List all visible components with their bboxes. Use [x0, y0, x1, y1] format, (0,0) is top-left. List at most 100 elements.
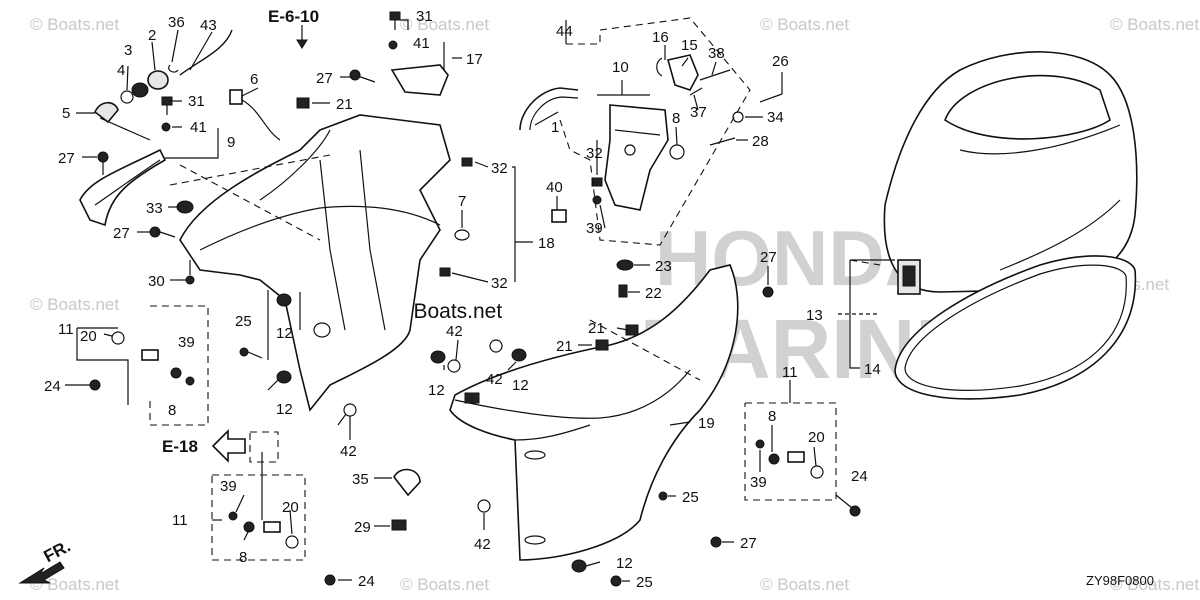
callout-31a: 31 [188, 93, 205, 110]
watermark-center: ©Boats.net [398, 300, 502, 323]
callout-16: 16 [652, 29, 669, 46]
callout-25c: 25 [636, 574, 653, 591]
callout-31b: 31 [416, 8, 433, 25]
callout-4: 4 [117, 62, 125, 79]
callout-27d: 27 [760, 249, 777, 266]
callout-1: 1 [551, 119, 559, 136]
ref-e-18[interactable]: E-18 [162, 437, 198, 456]
e18-reference [211, 429, 246, 463]
callout-5: 5 [62, 105, 70, 122]
callout-39d: 39 [220, 478, 237, 495]
callout-36: 36 [168, 14, 185, 31]
fasteners [89, 11, 861, 587]
hose [519, 87, 579, 131]
watermark-top-far-right: © Boats.net [1110, 15, 1199, 34]
callout-3: 3 [124, 42, 132, 59]
callout-7: 7 [458, 193, 466, 210]
callout-35: 35 [352, 471, 369, 488]
callout-20c: 20 [282, 499, 299, 516]
callout-42a: 42 [446, 323, 463, 340]
callout-27c: 27 [113, 225, 130, 242]
callout-9: 9 [227, 134, 235, 151]
leader-lines [65, 17, 895, 582]
callout-27b: 27 [58, 150, 75, 167]
front-lower-cover [179, 114, 451, 412]
callout-32b: 32 [491, 275, 508, 292]
callout-12c: 12 [428, 382, 445, 399]
callout-8c: 8 [768, 408, 776, 425]
callout-8a: 8 [672, 110, 680, 127]
callout-39c: 39 [750, 474, 767, 491]
callout-23: 23 [655, 258, 672, 275]
ref-e-6-10[interactable]: E-6-10 [268, 7, 319, 26]
callout-12e: 12 [616, 555, 633, 572]
rear-lower-cover [449, 264, 739, 561]
callout-6: 6 [250, 71, 258, 88]
callout-22: 22 [645, 285, 662, 302]
callout-41a: 41 [190, 119, 207, 136]
callout-30: 30 [148, 273, 165, 290]
callout-21a: 21 [336, 96, 353, 113]
callout-11c: 11 [172, 512, 188, 529]
side-bracket [79, 148, 167, 227]
callout-25b: 25 [682, 489, 699, 506]
callout-42b: 42 [486, 371, 503, 388]
callout-19: 19 [698, 415, 715, 432]
e6-10-reference [296, 25, 308, 49]
e18-arrow-icon [211, 429, 246, 463]
callout-24c: 24 [358, 573, 375, 590]
callout-12d: 12 [512, 377, 529, 394]
callout-40: 40 [546, 179, 563, 196]
callout-12b: 12 [276, 401, 293, 418]
callout-27a: 27 [316, 70, 333, 87]
callout-44: 44 [556, 23, 573, 40]
callout-27e: 27 [740, 535, 757, 552]
callout-14: 14 [864, 361, 881, 378]
front-label: FR. [41, 536, 74, 566]
callout-15: 15 [681, 37, 698, 54]
watermark-mid-left: © Boats.net [30, 295, 119, 314]
callout-17: 17 [466, 51, 483, 68]
watermarks: © Boats.net © Boats.net © Boats.net © Bo… [30, 15, 1199, 594]
down-arrow-icon [296, 39, 308, 49]
callout-42c: 42 [340, 443, 357, 460]
callout-2: 2 [148, 27, 156, 44]
callout-39b: 39 [586, 220, 603, 237]
diagram-code: ZY98F0800 [1086, 573, 1154, 588]
watermark-bottom-right: © Boats.net [760, 575, 849, 594]
callout-26: 26 [772, 53, 789, 70]
callout-25a: 25 [235, 313, 252, 330]
callout-41b: 41 [413, 35, 430, 52]
part-callouts: 1 2 3 4 5 6 7 8 8 8 8 9 10 11 11 11 12 1… [44, 8, 881, 591]
callout-42d: 42 [474, 536, 491, 553]
callout-20b: 20 [808, 429, 825, 446]
callout-43: 43 [200, 17, 217, 34]
mount-bracket [604, 104, 669, 211]
front-direction [18, 561, 65, 584]
callout-11b: 11 [782, 364, 798, 381]
callout-10: 10 [612, 59, 629, 76]
callout-8b: 8 [168, 402, 176, 419]
hose-43 [179, 29, 233, 76]
watermark-bottom-far-right: © Boats.net [1110, 575, 1199, 594]
watermark-top-left: © Boats.net [30, 15, 119, 34]
callout-8d: 8 [239, 549, 247, 566]
bracket-17 [390, 64, 449, 96]
callout-18: 18 [538, 235, 555, 252]
callout-11a: 11 [58, 321, 74, 338]
callout-24b: 24 [851, 468, 868, 485]
callout-37: 37 [690, 104, 707, 121]
front-arrow-icon [18, 561, 65, 584]
callout-21b: 21 [588, 320, 605, 337]
grommet-15 [667, 54, 699, 91]
callout-13: 13 [806, 307, 823, 324]
callout-33: 33 [146, 200, 163, 217]
watermark-bottom-left: © Boats.net [30, 575, 119, 594]
callout-24a: 24 [44, 378, 61, 395]
callout-21c: 21 [556, 338, 573, 355]
callout-29: 29 [354, 519, 371, 536]
engine-cover [883, 51, 1138, 295]
callout-32c: 32 [586, 145, 603, 162]
callout-12a: 12 [276, 325, 293, 342]
